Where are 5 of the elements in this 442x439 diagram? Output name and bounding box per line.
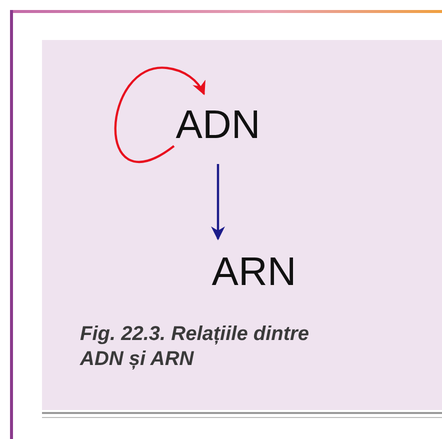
term-label: ARN (208, 247, 300, 297)
term-label: ADN (172, 100, 264, 150)
arrow (114, 66, 205, 163)
figure-caption: Fig. 22.3. Relațiile dintre ADN și ARN (80, 322, 310, 372)
arrow (211, 164, 225, 240)
